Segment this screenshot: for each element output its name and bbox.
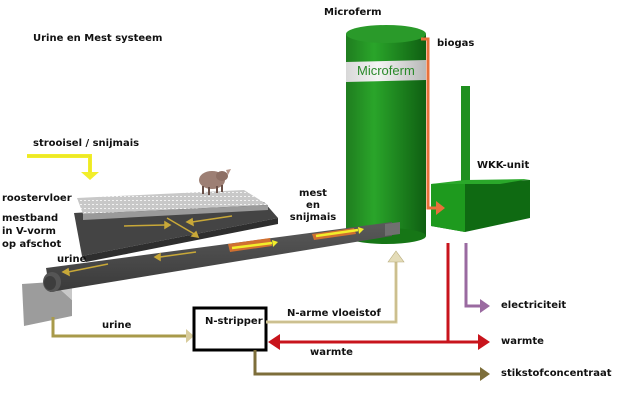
- roostervloer-label: roostervloer: [2, 193, 72, 204]
- mestband-label-2: in V-vorm: [2, 226, 56, 237]
- wkk-unit: [431, 86, 530, 232]
- stikstof-label: stikstofconcentraat: [501, 368, 612, 379]
- strooisel-label: strooisel / snijmais: [33, 138, 140, 149]
- urine-belt-label: urine: [57, 254, 87, 265]
- mest-flow-arrows: [228, 227, 364, 252]
- n-stripper-label: N-stripper: [205, 316, 263, 327]
- roostervloer: [77, 190, 268, 220]
- warmte-lines: [268, 243, 490, 350]
- microferm-band-label: Microferm: [357, 63, 415, 78]
- warmte-out-label: warmte: [501, 336, 544, 347]
- mestband-label-3: op afschot: [2, 239, 62, 250]
- mest-label-2: en: [306, 200, 320, 211]
- mestband-label-1: mestband: [2, 213, 59, 224]
- electriciteit-label: electriciteit: [501, 300, 567, 311]
- biogas-label: biogas: [437, 38, 475, 49]
- strooisel-arrow: [27, 154, 99, 180]
- stikstof-line: [253, 350, 490, 381]
- mest-label-1: mest: [299, 188, 327, 199]
- belt-flow-arrows: [61, 215, 233, 277]
- electriciteit-line: [464, 243, 490, 313]
- mest-label-3: snijmais: [289, 212, 337, 223]
- n-arme-label: N-arme vloeistof: [287, 308, 381, 319]
- n-arme-line: [266, 250, 405, 324]
- urine-line: [51, 317, 194, 343]
- microferm-title-label: Microferm: [324, 7, 382, 18]
- conveyor-belt-lower: [43, 222, 400, 292]
- wkk-unit-label: WKK-unit: [477, 160, 530, 171]
- diagram-title: Urine en Mest systeem: [33, 33, 163, 44]
- microferm-tank: [346, 25, 426, 244]
- warmte-in-label: warmte: [310, 347, 353, 358]
- biogas-line: [421, 37, 445, 215]
- pig-icon: [199, 169, 231, 195]
- n-stripper-box: [192, 306, 268, 352]
- urine-flow-label: urine: [102, 320, 132, 331]
